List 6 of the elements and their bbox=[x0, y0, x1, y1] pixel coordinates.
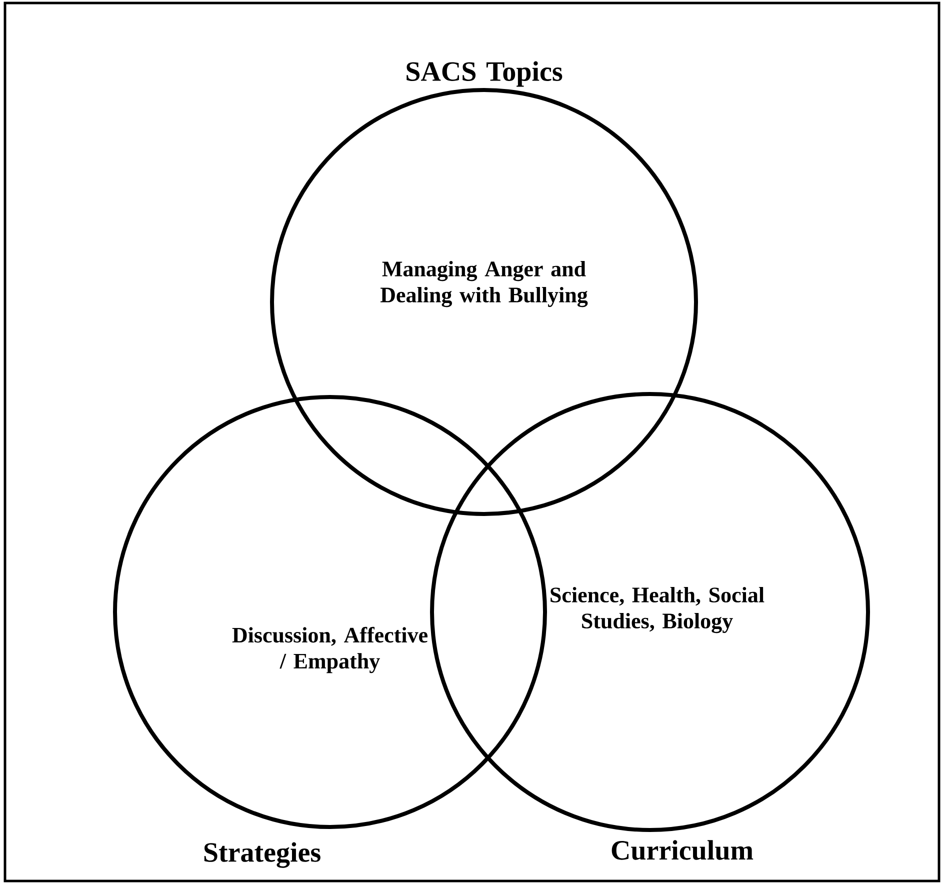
circle-title: SACS Topics bbox=[406, 61, 562, 87]
circle-text: Managing Anger and Dealing with Bullying bbox=[380, 260, 588, 308]
circle-title: Strategies bbox=[204, 842, 320, 868]
circle-title: Curriculum bbox=[612, 840, 754, 860]
circle-text: Science, Health, Social Studies, Biology bbox=[550, 586, 764, 634]
circle-text: Discussion, Affective / Empathy bbox=[232, 626, 428, 674]
